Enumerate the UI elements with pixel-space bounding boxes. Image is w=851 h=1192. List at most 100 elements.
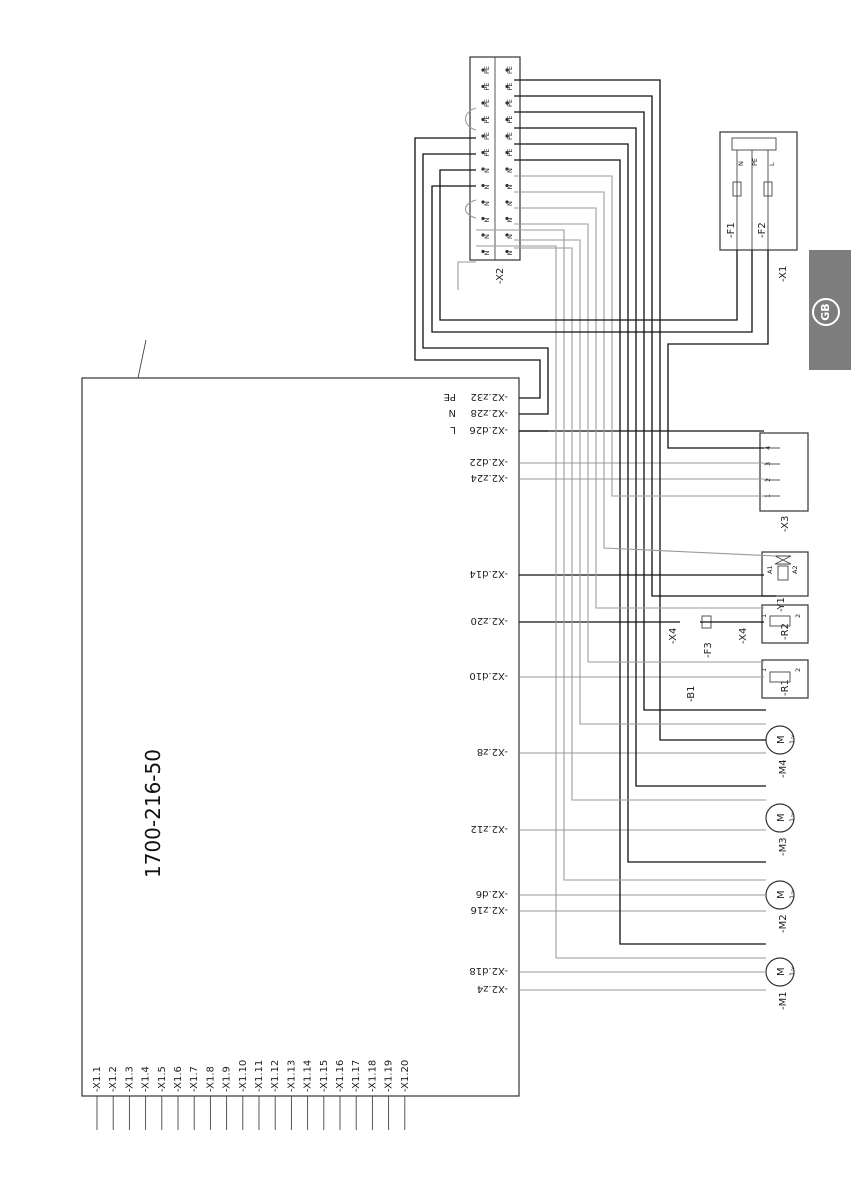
- terminal-screw: [505, 68, 509, 72]
- wire: [514, 175, 764, 497]
- x2-terminal-label: -X2.d18: [469, 965, 508, 976]
- terminal-right-label: PE: [506, 132, 514, 140]
- wire: [514, 79, 766, 741]
- motor-phase: 1~: [788, 889, 796, 899]
- x2-terminal-tag: L: [450, 424, 456, 435]
- terminal-screw: [505, 249, 509, 254]
- terminal-right-label: PE: [506, 148, 514, 156]
- wire: [414, 137, 541, 399]
- terminal-screw: [481, 167, 485, 171]
- wire: [514, 111, 766, 711]
- x2-terminal-label: -X2.z20: [471, 615, 508, 626]
- x1-terminal-label: -X1.17: [351, 1060, 362, 1092]
- fuse-f1-label: -F1: [726, 222, 737, 238]
- heater-r2-element: [769, 615, 791, 627]
- supply-x1-box: [719, 131, 798, 251]
- x2-terminal-label: -X2.z8: [477, 746, 508, 757]
- x2-terminal-tag: N: [449, 407, 456, 418]
- wire: [422, 153, 549, 415]
- motor-m-letter: M: [776, 735, 787, 744]
- wire: [514, 239, 766, 725]
- terminal-screw: [481, 134, 485, 138]
- motor-symbol: [765, 803, 795, 833]
- terminal-screw: [505, 233, 509, 237]
- terminal-left-label: PE: [483, 148, 491, 156]
- wire: [439, 169, 738, 321]
- fuse-f3-label: -F3: [703, 642, 714, 658]
- x2-terminal-label: -X2.z4: [477, 983, 508, 994]
- x1-terminal-label: -X1.3: [124, 1066, 135, 1092]
- connector-x4-a-label: -X4: [668, 628, 679, 644]
- motor-phase: 1~: [788, 734, 796, 744]
- terminal-left-label: N: [483, 168, 491, 173]
- terminal-right-label: N: [506, 218, 514, 223]
- terminal-right-label: PE: [506, 99, 514, 107]
- terminal-screw: [505, 183, 509, 188]
- terminal-left-label: PE: [483, 115, 491, 123]
- x1-terminal-label: -X1.11: [254, 1060, 265, 1092]
- x2-terminal-label: -X2.d14: [469, 568, 508, 579]
- terminal-screw: [481, 233, 485, 237]
- wire: [514, 159, 766, 945]
- motor-phase: 1~: [788, 966, 796, 976]
- x2-terminal-label: -X2.d6: [476, 888, 508, 899]
- fuse-f2-label: -F2: [757, 222, 768, 238]
- terminal-left-label: N: [483, 251, 491, 256]
- terminal-right-label: N: [506, 201, 514, 206]
- valve-y1-pin-a2: A2: [791, 565, 799, 574]
- x1-terminal-label: -X1.9: [222, 1066, 233, 1092]
- terminal-right-label: PE: [506, 66, 514, 74]
- wire: [514, 207, 764, 609]
- x1-terminal-label: -X1.7: [189, 1066, 200, 1092]
- terminal-right-label: N: [506, 168, 514, 173]
- jumper-n: [464, 199, 477, 219]
- heater-r1-pin2: 2: [794, 668, 802, 672]
- motor-m-letter: M: [776, 813, 787, 822]
- motor-label: -M1: [778, 991, 789, 1010]
- heater-r1-element: [769, 671, 791, 683]
- valve-y1-coil: [777, 565, 789, 581]
- part-number: 1700-216-50: [141, 749, 165, 878]
- terminal-block-label: -X2: [495, 268, 506, 284]
- wire: [514, 127, 766, 787]
- supply-terminal-label: L: [768, 162, 776, 166]
- valve-y1-symbol: [774, 555, 792, 565]
- terminal-screw: [481, 101, 485, 105]
- terminal-left-label: PE: [483, 132, 491, 140]
- x1-terminal-label: -X1.10: [238, 1060, 249, 1092]
- x1-terminal-label: -X1.16: [335, 1060, 346, 1092]
- valve-y1-pin-a1: A1: [766, 565, 774, 574]
- supply-terminal-label: PE: [751, 158, 759, 166]
- wire: [431, 185, 753, 333]
- motor-label: -M4: [778, 759, 789, 778]
- x1-terminal-label: -X1.14: [303, 1060, 314, 1092]
- x1-terminal-label: -X1.8: [205, 1066, 216, 1092]
- connector-x3-label: -X3: [780, 516, 791, 532]
- x1-terminal-label: -X1.2: [108, 1066, 119, 1092]
- x2-terminal-label: -X2.d10: [469, 670, 508, 681]
- x2-terminal-label: -X2.d26: [469, 424, 508, 435]
- x1-terminal-legs: [96, 1096, 406, 1130]
- wire: [457, 261, 476, 290]
- terminal-right-label: N: [506, 251, 514, 256]
- supply-terminal-strip: [731, 137, 777, 151]
- wire: [514, 143, 766, 863]
- wire: [667, 250, 769, 449]
- x1-terminal-label: -X1.18: [367, 1060, 378, 1092]
- terminal-screw: [481, 68, 485, 72]
- x1-terminal-label: -X1.15: [319, 1060, 330, 1092]
- x1-terminal-label: -X1.12: [270, 1060, 281, 1092]
- controller-board: [81, 377, 520, 1097]
- wire: [476, 229, 766, 881]
- terminal-screw: [481, 150, 485, 155]
- language-tab: [809, 250, 851, 370]
- x2-terminal-label: -X2.z32: [471, 391, 508, 402]
- terminal-left-label: N: [483, 201, 491, 206]
- terminal-left-label: N: [483, 185, 491, 190]
- sensor-b1-label: -B1: [686, 686, 697, 702]
- motor-m-letter: M: [776, 890, 787, 899]
- x1-terminal-labels: -X1.1-X1.2-X1.3-X1.4-X1.5-X1.6-X1.7-X1.8…: [92, 1060, 411, 1092]
